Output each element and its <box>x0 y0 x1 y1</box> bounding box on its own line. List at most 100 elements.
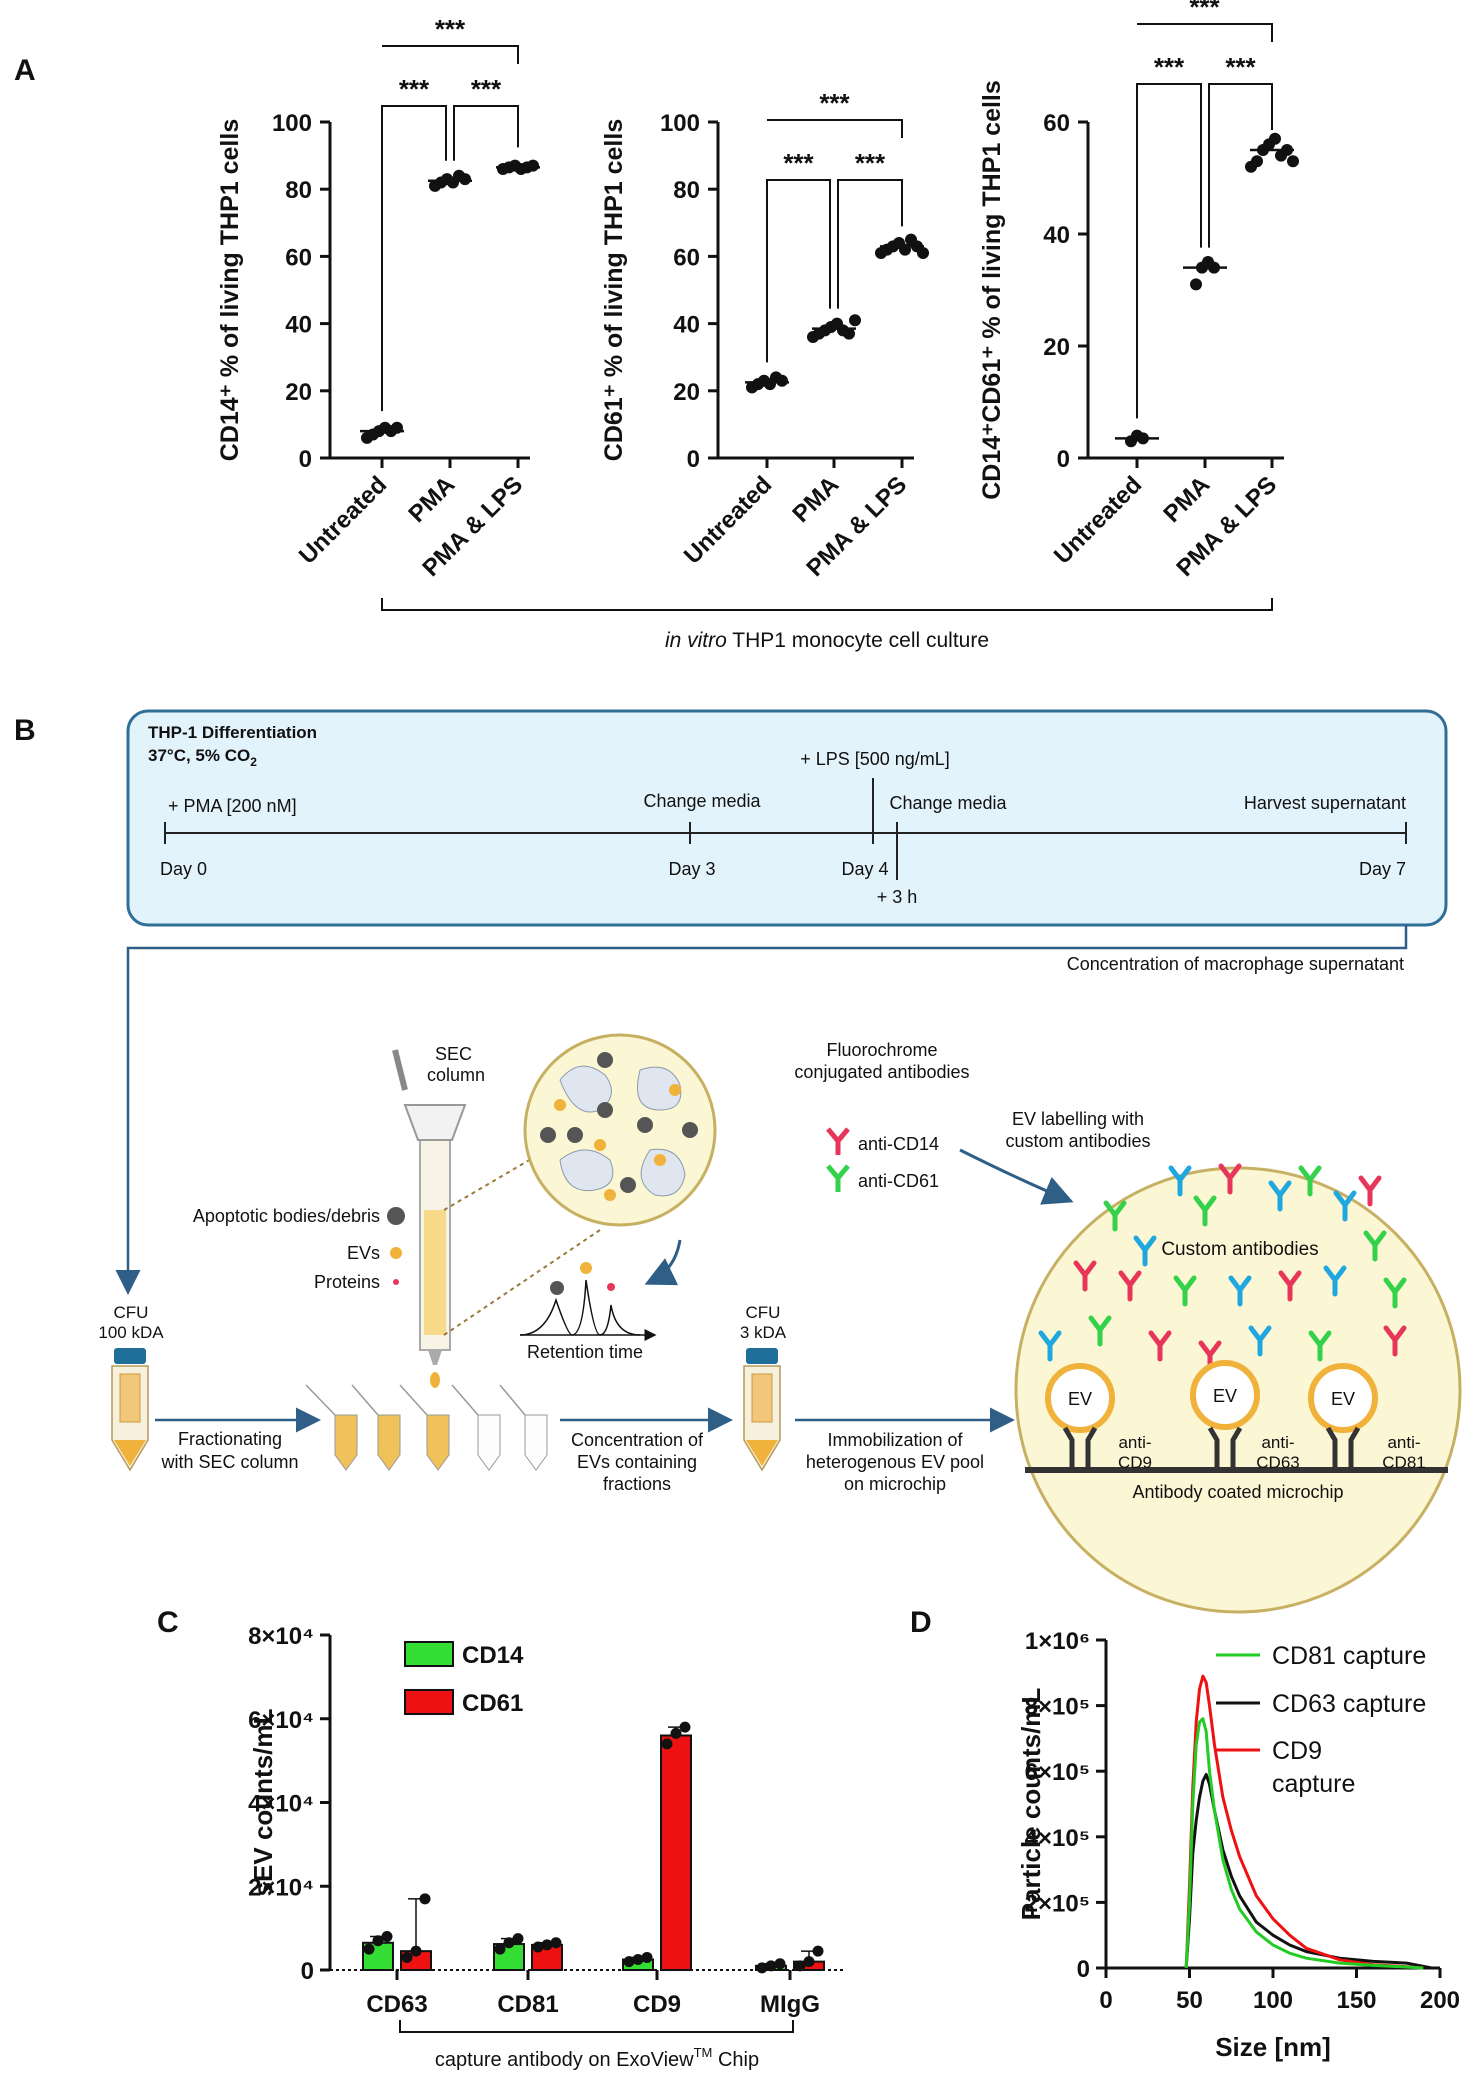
legend-label: CD61 <box>462 1690 523 1717</box>
cfu100-tube-icon <box>111 1348 149 1472</box>
fluorochrome-1: Fluorochrome <box>826 1040 937 1060</box>
y-tick-label: 60 <box>673 244 700 271</box>
data-point <box>774 1958 786 1970</box>
y-tick-label: 6×10⁴ <box>248 1707 314 1734</box>
y-tick-label: 0 <box>1057 446 1070 473</box>
legend-label: CD81 capture <box>1272 1642 1426 1670</box>
cfu100-label-1: CFU <box>114 1303 149 1322</box>
antibody-icon <box>1168 1165 1192 1197</box>
panel-label-a: A <box>14 54 36 87</box>
antibody-icon <box>1278 1270 1302 1302</box>
data-point <box>794 1960 806 1972</box>
antibody-icon <box>1103 1200 1127 1232</box>
x-tick-label: PMA <box>787 471 844 528</box>
x-tick-label: 200 <box>1420 1987 1460 2014</box>
significance-label: *** <box>819 88 850 118</box>
x-tick-label: Untreated <box>1049 471 1147 569</box>
data-point <box>849 314 861 327</box>
antibody-icon <box>1308 1330 1332 1362</box>
antibody-icon <box>1038 1330 1062 1362</box>
timeline-event-lps: + LPS [500 ng/mL] <box>800 749 950 769</box>
conditions-text: 37°C, 5% CO <box>148 746 250 765</box>
cfu3-label-1: CFU <box>746 1303 781 1322</box>
series-line <box>1184 1674 1424 1970</box>
y-tick-label: 0 <box>301 1958 314 1985</box>
antibody-icon <box>1133 1235 1157 1267</box>
fractionating-2: with SEC column <box>160 1452 298 1472</box>
x-tick-label: MIgG <box>760 1991 820 2018</box>
ev-label-3: EV <box>1331 1389 1355 1409</box>
data-point <box>756 1962 768 1974</box>
panel-label-d: D <box>910 1606 932 1639</box>
y-tick-label: 0 <box>1077 1956 1090 1983</box>
anti-cd63-a: anti- <box>1261 1433 1294 1452</box>
y-tick-label: 100 <box>272 110 312 137</box>
y-tick-label: 20 <box>673 379 700 406</box>
significance-bracket <box>837 179 903 309</box>
legend-label: CD63 capture <box>1272 1690 1426 1718</box>
x-tick-label: 0 <box>1099 1987 1112 2014</box>
significance-bracket <box>382 45 519 64</box>
y-axis-label: sEV counts/mL <box>248 1708 278 1896</box>
bar <box>660 1734 692 1971</box>
y-tick-label: 40 <box>673 312 700 339</box>
ev-labelling-2: custom antibodies <box>1005 1131 1150 1151</box>
significance-label: *** <box>1154 52 1185 82</box>
immob-3: on microchip <box>844 1474 946 1494</box>
data-point <box>843 327 855 340</box>
legend-proteins: Proteins <box>314 1272 380 1292</box>
cfu100-label-2: 100 kDA <box>98 1323 164 1342</box>
anti-cd14-label: anti-CD14 <box>858 1134 939 1154</box>
y-axis-label: CD61⁺ % of living THP1 cells <box>600 119 628 461</box>
antibody-icon <box>1358 1175 1382 1207</box>
data-point <box>532 1941 544 1953</box>
microchip-circle <box>1014 1163 1462 1614</box>
timeline-event-change2: Change media <box>889 793 1007 813</box>
significance-label: *** <box>1189 0 1220 22</box>
timeline-event-harvest: Harvest supernatant <box>1244 793 1406 813</box>
x-tick-label: CD81 <box>497 1991 558 2018</box>
anti-cd14-icon <box>826 1127 850 1155</box>
conc-evs-2: EVs containing <box>577 1452 697 1472</box>
data-point <box>765 1960 777 1972</box>
data-point <box>503 1937 515 1949</box>
legend-label: capture <box>1272 1770 1355 1798</box>
flow-arrow-to-cfu <box>115 925 1408 1295</box>
sec-column-icon <box>392 1049 467 1388</box>
ev-label-2: EV <box>1213 1386 1237 1406</box>
antibody-icon <box>1298 1165 1322 1197</box>
anti-cd81-b: CD81 <box>1382 1453 1425 1472</box>
data-point <box>661 1738 673 1750</box>
sec-magnified-view <box>443 1033 717 1336</box>
conc-evs-3: fractions <box>603 1474 671 1494</box>
significance-label: *** <box>471 74 502 104</box>
significance-label: *** <box>783 148 814 178</box>
x-tick-label: Untreated <box>294 471 392 569</box>
bracket-label-italic: in vitro <box>665 629 727 652</box>
fraction-tubes-icon <box>305 1384 548 1471</box>
y-tick-label: 100 <box>660 110 700 137</box>
significance-bracket <box>767 119 903 138</box>
antibody-icon <box>1248 1325 1272 1357</box>
sec-column-label: SEC column <box>427 1044 485 1085</box>
anti-cd9-b: CD9 <box>1118 1453 1152 1472</box>
fluorochrome-2: conjugated antibodies <box>794 1062 969 1082</box>
significance-label: *** <box>855 148 886 178</box>
data-point <box>812 1945 824 1957</box>
x-axis-label: Size [nm] <box>1215 2032 1331 2062</box>
svg-text:37°C, 5% CO2: 37°C, 5% CO2 <box>148 746 257 769</box>
significance-bracket <box>1208 83 1273 248</box>
legend-label: CD14 <box>462 1642 524 1669</box>
data-point <box>641 1951 653 1963</box>
ev-labelling-1: EV labelling with <box>1012 1109 1144 1129</box>
data-point <box>917 247 929 260</box>
y-axis-label: CD14⁺ % of living THP1 cells <box>216 119 244 461</box>
antibody-icon <box>1383 1277 1407 1309</box>
significance-label: *** <box>435 14 466 44</box>
data-point <box>372 1935 384 1947</box>
fractionating-1: Fractionating <box>178 1429 282 1449</box>
data-point <box>363 1943 375 1955</box>
antibody-icon <box>1088 1315 1112 1347</box>
y-tick-label: 2×10⁵ <box>1025 1890 1090 1917</box>
